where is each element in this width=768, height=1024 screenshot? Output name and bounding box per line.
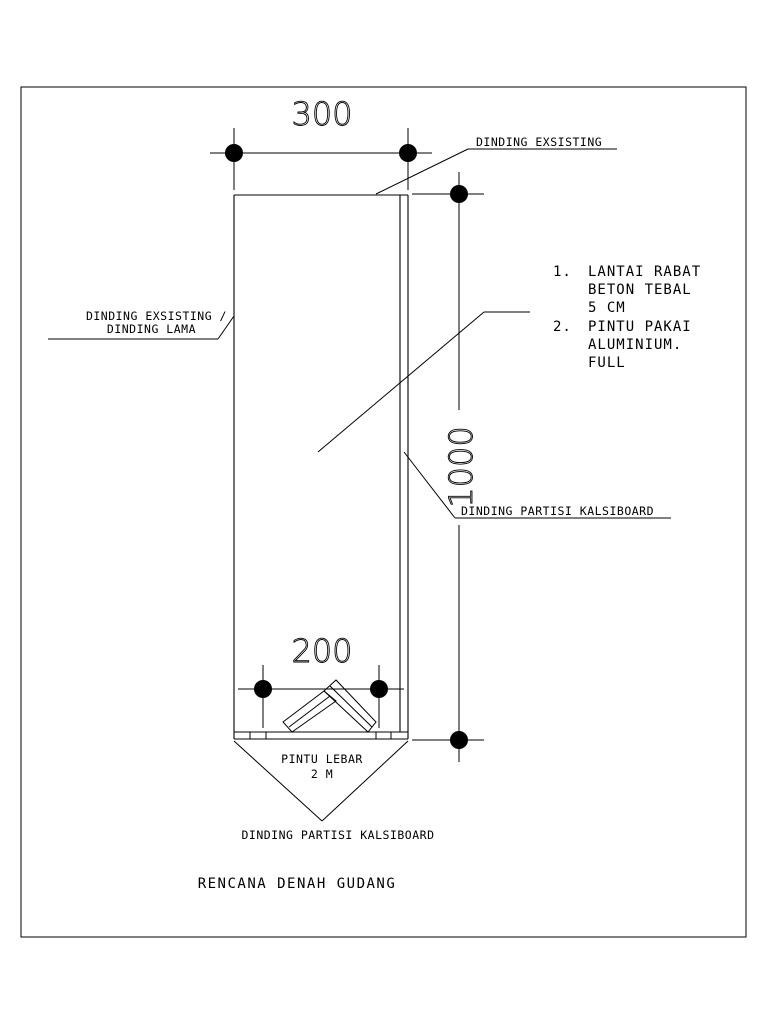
warehouse-outline [233, 194, 409, 740]
door-symbol [282, 679, 377, 733]
note-1-line2: BETON TEBAL [588, 282, 692, 298]
callout-existing-wall-left-line1: DINDING EXSISTING / [86, 309, 227, 323]
dimension-length [412, 172, 484, 762]
note-2-number: 2. [553, 319, 572, 335]
dimension-door [238, 665, 404, 728]
callout-existing-wall-top: DINDING EXSISTING [476, 135, 602, 149]
note-1-number: 1. [553, 264, 572, 280]
note-2-line2: ALUMINIUM. [588, 337, 682, 353]
drawing-title: RENCANA DENAH GUDANG [198, 876, 397, 892]
dimension-length-value: 1000 [442, 426, 480, 507]
callout-partition-right: DINDING PARTISI KALSIBOARD [461, 504, 654, 518]
door-label-line1: PINTU LEBAR [281, 752, 363, 766]
callout-partition-bottom: DINDING PARTISI KALSIBOARD [241, 828, 434, 842]
sheet-border [20, 86, 747, 938]
door-label-line2: 2 M [311, 767, 333, 781]
notes-list: 1. LANTAI RABAT BETON TEBAL 5 CM 2. PINT… [553, 264, 701, 371]
dimension-top [210, 128, 432, 190]
callout-existing-wall-left-line2: DINDING LAMA [107, 322, 196, 336]
callout-existing-wall-left-leader [48, 315, 235, 340]
note-1-line3: 5 CM [588, 300, 626, 316]
door-label-triangle [233, 740, 409, 822]
dimension-top-value: 300 [291, 95, 352, 133]
callout-existing-wall-top-leader [375, 148, 617, 195]
callout-notes-leader [317, 311, 530, 453]
callout-partition-right-leader [403, 451, 671, 519]
note-1-line1: LANTAI RABAT [588, 264, 701, 280]
note-2-line3: FULL [588, 355, 626, 371]
dimension-door-value: 200 [291, 632, 352, 670]
note-2-line1: PINTU PAKAI [588, 319, 692, 335]
